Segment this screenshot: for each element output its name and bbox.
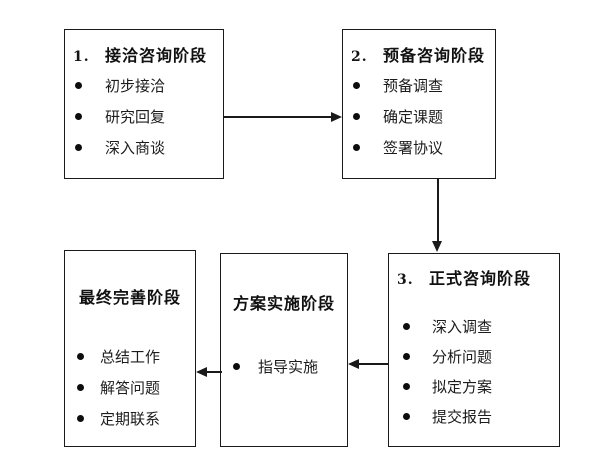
bullet-dot-icon — [353, 113, 360, 120]
node-2-bullet-2: 确定课题 — [383, 108, 444, 126]
bullet-dot-icon — [77, 415, 84, 422]
node-2-title-row: 2. 预备咨询阶段 — [351, 42, 495, 66]
flow-node-5[interactable]: 最终完善阶段 总结工作 解答问题 定期联系 — [64, 250, 196, 447]
list-item: 解答问题 — [65, 372, 195, 403]
node-1-bullet-list: 初步接洽 研究回复 深入商谈 — [65, 70, 223, 163]
node-2-bullet-list: 预备调查 确定课题 签署协议 — [343, 70, 495, 163]
bullet-dot-icon — [75, 82, 82, 89]
node-2-bullet-3: 签署协议 — [383, 139, 444, 157]
arrow-down-icon — [432, 241, 443, 252]
arrow-left-icon — [348, 358, 359, 369]
node-2-number: 2. — [351, 49, 368, 65]
node-5-bullet-2: 解答问题 — [100, 379, 161, 397]
node-4-bullet-1: 指导实施 — [258, 357, 319, 376]
node-3-bullet-2: 分析问题 — [432, 347, 493, 366]
bullet-dot-icon — [233, 362, 240, 370]
node-2-title: 预备咨询阶段 — [383, 46, 486, 65]
bullet-dot-icon — [77, 353, 84, 360]
node-1-title: 接洽咨询阶段 — [105, 46, 208, 65]
node-4-title: 方案实施阶段 — [232, 294, 335, 313]
node-1-number: 1. — [73, 49, 90, 65]
node-5-bullet-list: 总结工作 解答问题 定期联系 — [65, 341, 195, 434]
bullet-dot-icon — [403, 382, 410, 390]
node-4-title-row: 方案实施阶段 — [221, 290, 347, 314]
node-3-bullet-3: 拟定方案 — [432, 377, 493, 396]
bullet-dot-icon — [77, 384, 84, 391]
flow-node-2[interactable]: 2. 预备咨询阶段 预备调查 确定课题 签署协议 — [342, 29, 496, 179]
list-item: 提交报告 — [389, 401, 559, 431]
bullet-dot-icon — [403, 412, 410, 420]
arrow-left-icon — [196, 366, 207, 377]
list-item: 预备调查 — [343, 70, 495, 101]
node-3-title: 正式咨询阶段 — [429, 269, 532, 288]
list-item: 深入调查 — [389, 311, 559, 341]
node-5-bullet-1: 总结工作 — [100, 348, 161, 366]
list-item: 签署协议 — [343, 132, 495, 163]
connector-line — [437, 179, 439, 242]
node-3-title-row: 3. 正式咨询阶段 — [397, 265, 559, 289]
bullet-dot-icon — [75, 113, 82, 120]
connector-line — [224, 116, 332, 118]
flow-node-1[interactable]: 1. 接洽咨询阶段 初步接洽 研究回复 深入商谈 — [64, 29, 224, 179]
list-item: 定期联系 — [65, 403, 195, 434]
flow-node-4[interactable]: 方案实施阶段 指导实施 — [220, 253, 348, 447]
list-item: 深入商谈 — [65, 132, 223, 163]
bullet-dot-icon — [353, 82, 360, 89]
node-2-bullet-1: 预备调查 — [383, 77, 444, 95]
bullet-dot-icon — [403, 352, 410, 360]
node-5-bullet-3: 定期联系 — [100, 410, 161, 428]
list-item: 分析问题 — [389, 341, 559, 371]
node-3-bullet-list: 深入调查 分析问题 拟定方案 提交报告 — [389, 311, 559, 431]
list-item: 拟定方案 — [389, 371, 559, 401]
bullet-dot-icon — [75, 144, 82, 151]
bullet-dot-icon — [403, 322, 410, 330]
node-1-bullet-2: 研究回复 — [105, 108, 166, 126]
node-4-bullet-list: 指导实施 — [221, 353, 347, 379]
connector-line — [358, 363, 388, 365]
node-3-number: 3. — [397, 272, 414, 288]
node-3-bullet-4: 提交报告 — [432, 407, 493, 426]
arrow-right-icon — [331, 111, 342, 122]
node-1-bullet-3: 深入商谈 — [105, 139, 166, 157]
list-item: 确定课题 — [343, 101, 495, 132]
flow-node-3[interactable]: 3. 正式咨询阶段 深入调查 分析问题 拟定方案 提交报告 — [388, 253, 560, 447]
connector-line — [206, 371, 222, 373]
list-item: 初步接洽 — [65, 70, 223, 101]
node-5-title-row: 最终完善阶段 — [65, 284, 195, 308]
node-5-title: 最终完善阶段 — [78, 288, 181, 307]
node-3-bullet-1: 深入调查 — [432, 317, 493, 336]
list-item: 指导实施 — [221, 353, 347, 379]
bullet-dot-icon — [353, 144, 360, 151]
node-1-bullet-1: 初步接洽 — [105, 77, 166, 95]
list-item: 总结工作 — [65, 341, 195, 372]
list-item: 研究回复 — [65, 101, 223, 132]
node-1-title-row: 1. 接洽咨询阶段 — [73, 42, 223, 66]
